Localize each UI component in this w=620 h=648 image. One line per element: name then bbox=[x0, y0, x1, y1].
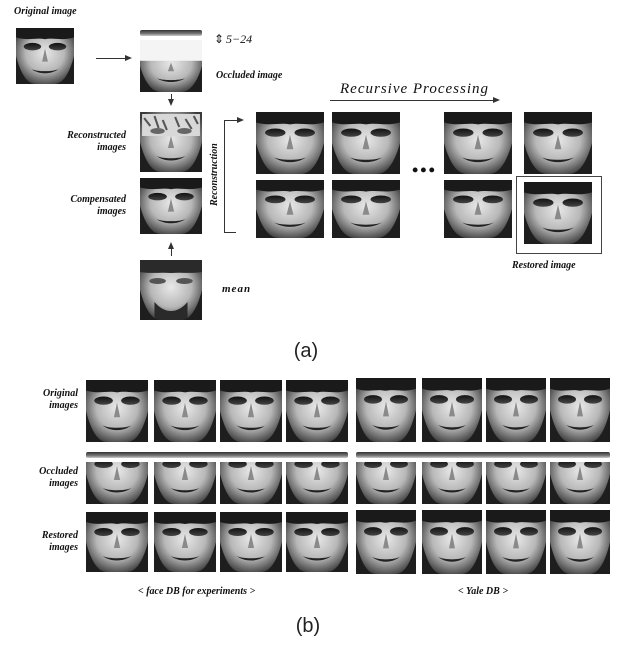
restored-face-b5 bbox=[356, 510, 416, 574]
label-occluded-images: Occluded images bbox=[14, 466, 78, 490]
recursive-compensated-face-3 bbox=[444, 180, 512, 238]
label-original-images: Original images bbox=[14, 388, 78, 412]
occluded-face-b8 bbox=[550, 462, 610, 504]
original-face-image bbox=[16, 28, 74, 84]
label-reconstructed-images: Reconstructed images bbox=[44, 130, 126, 154]
arrow-occluded-down bbox=[171, 94, 172, 104]
occluded-strip-left bbox=[86, 452, 348, 458]
recursive-reconstructed-face-4 bbox=[524, 112, 592, 174]
arrow-recursive-processing bbox=[330, 100, 498, 101]
restored-face-b7 bbox=[486, 510, 546, 574]
band-range-label: 5−24 bbox=[226, 32, 252, 47]
restored-face-b6 bbox=[422, 510, 482, 574]
original-face-b6 bbox=[422, 378, 482, 442]
occluded-face-b1 bbox=[86, 462, 148, 504]
original-face-b2 bbox=[154, 380, 216, 442]
restored-face-b3 bbox=[220, 512, 282, 572]
restored-face-b1 bbox=[86, 512, 148, 572]
label-yale-db-group: < Yale DB > bbox=[458, 586, 508, 597]
label-original-image: Original image bbox=[14, 6, 77, 18]
occluded-face-b5 bbox=[356, 462, 416, 504]
arrow-reconstruction-right bbox=[224, 120, 242, 121]
label-restored-image: Restored image bbox=[512, 260, 576, 272]
recursive-compensated-face-1 bbox=[256, 180, 324, 238]
arrow-mean-up bbox=[171, 244, 172, 256]
label-face-db-group: < face DB for experiments > bbox=[138, 586, 255, 597]
original-face-b7 bbox=[486, 378, 546, 442]
original-face-b1 bbox=[86, 380, 148, 442]
label-occluded-image: Occluded image bbox=[216, 70, 282, 82]
occluded-face-b4 bbox=[286, 462, 348, 504]
label-recursive-processing: Recursive Processing bbox=[340, 81, 489, 98]
occluded-face-b3 bbox=[220, 462, 282, 504]
band-range-icon: ⇕ bbox=[214, 32, 224, 47]
occluded-face-b6 bbox=[422, 462, 482, 504]
occluded-strip-right bbox=[356, 452, 610, 458]
occluded-face-b7 bbox=[486, 462, 546, 504]
reconstruction-bracket bbox=[224, 120, 225, 232]
caption-b: (b) bbox=[278, 615, 338, 638]
label-restored-images: Restored images bbox=[14, 530, 78, 554]
compensated-face-initial bbox=[140, 178, 202, 234]
caption-a: (a) bbox=[276, 340, 336, 363]
restored-face-b8 bbox=[550, 510, 610, 574]
occluded-face-image bbox=[140, 40, 202, 92]
original-face-b5 bbox=[356, 378, 416, 442]
original-face-b4 bbox=[286, 380, 348, 442]
restored-face-b4 bbox=[286, 512, 348, 572]
label-compensated-images: Compensated images bbox=[44, 194, 126, 218]
original-face-b3 bbox=[220, 380, 282, 442]
reconstructed-face-initial bbox=[140, 112, 202, 172]
arrow-original-to-occluded bbox=[96, 58, 130, 59]
recursive-reconstructed-face-2 bbox=[332, 112, 400, 174]
occluded-band-strip bbox=[140, 30, 202, 36]
ellipsis-icon: ••• bbox=[412, 160, 437, 181]
restored-face-image bbox=[524, 182, 592, 244]
label-reconstruction: Reconstruction bbox=[209, 143, 220, 206]
mean-face-image bbox=[140, 260, 202, 320]
recursive-reconstructed-face-1 bbox=[256, 112, 324, 174]
occluded-face-b2 bbox=[154, 462, 216, 504]
label-mean: mean bbox=[222, 283, 251, 295]
original-face-b8 bbox=[550, 378, 610, 442]
recursive-compensated-face-2 bbox=[332, 180, 400, 238]
recursive-reconstructed-face-3 bbox=[444, 112, 512, 174]
reconstruction-bracket-bottom bbox=[224, 232, 236, 233]
restored-face-b2 bbox=[154, 512, 216, 572]
